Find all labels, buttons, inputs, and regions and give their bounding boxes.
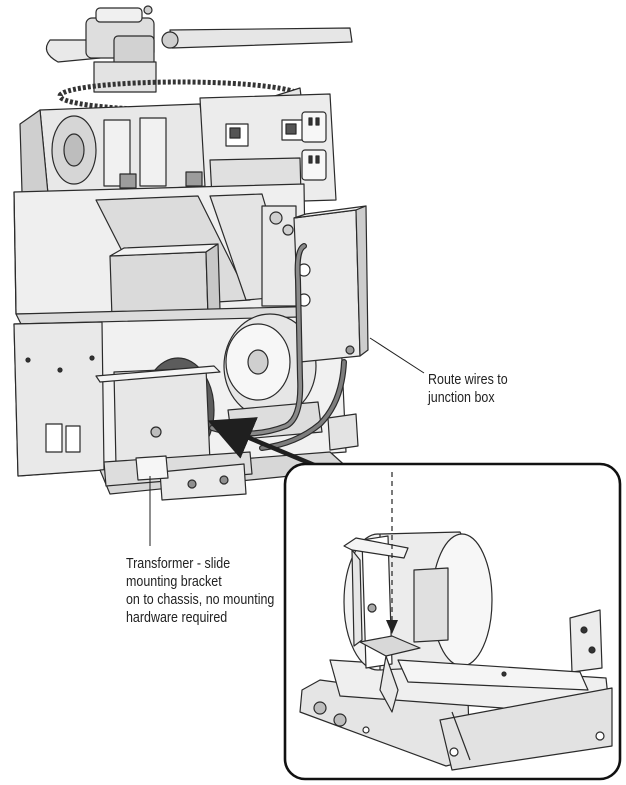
inset-right-tab xyxy=(569,609,603,673)
right-bracket xyxy=(327,413,359,451)
inset-transformer xyxy=(343,531,493,671)
route-wires-callout: Route wires to junction box xyxy=(428,372,508,406)
slide-direction-arrowhead xyxy=(386,620,398,634)
detail-arrow xyxy=(207,417,327,473)
junction-box xyxy=(293,205,369,363)
battery xyxy=(109,243,221,319)
crank-handle xyxy=(45,5,353,93)
wires-leader-line xyxy=(369,337,425,374)
transformer-callout: Transformer - slide mounting bracket on … xyxy=(126,556,275,626)
transformer-installed xyxy=(95,357,253,501)
gearbox-housing xyxy=(19,103,211,195)
detail-inset xyxy=(283,462,622,781)
